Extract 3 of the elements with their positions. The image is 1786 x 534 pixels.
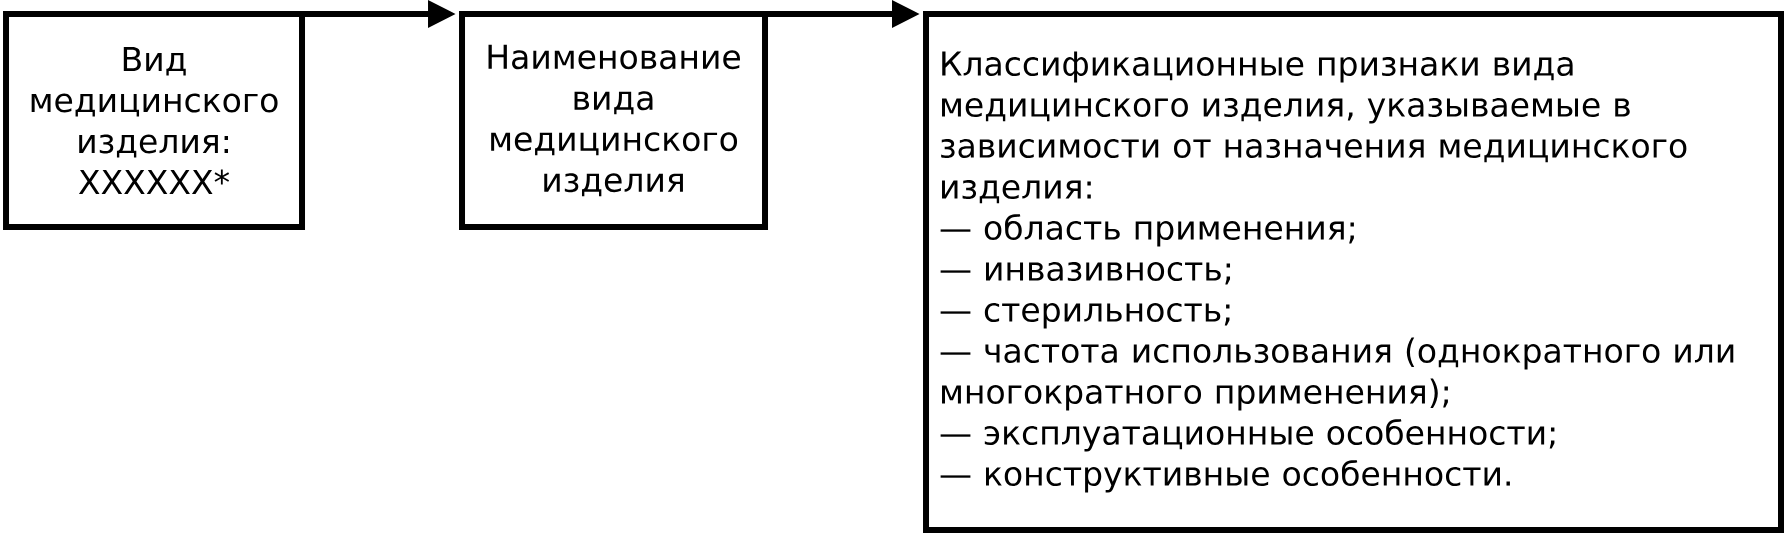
process-box: Вид медицинского изделия: XXXXXX* [3, 11, 305, 230]
process-box: Наименование вида медицинского изделия [459, 11, 768, 230]
text-box: Классификационные признаки вида медицинского изделия, указываемые в зависимости от назначения медицинского изделия: — область применения; — инвазивность; — стерильность; — частота использования (однократного или многократного применения); — эксплуатационные особенности; — конструктивные особенности. [923, 11, 1784, 533]
